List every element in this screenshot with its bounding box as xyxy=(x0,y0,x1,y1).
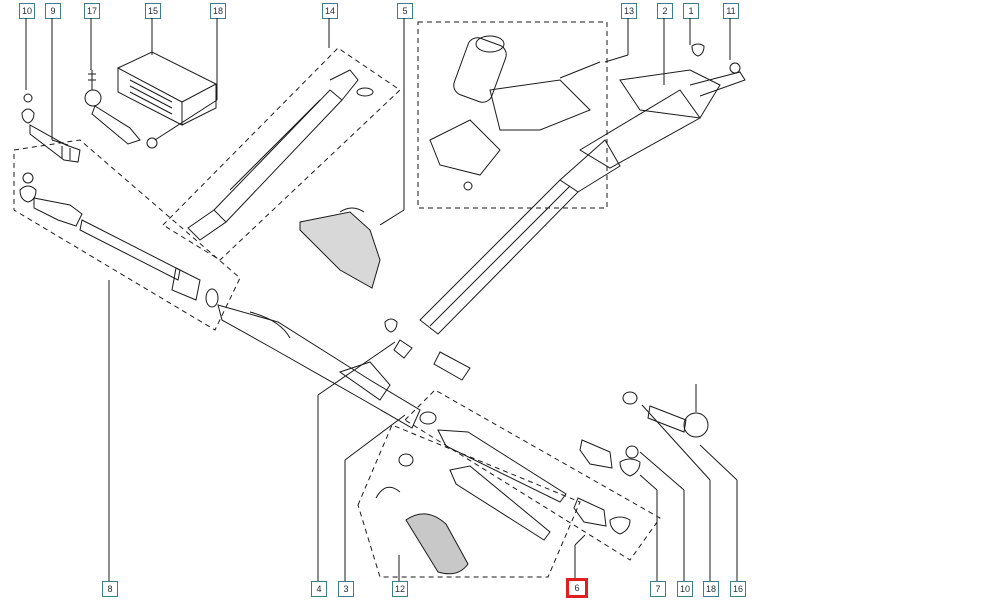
ball-joint-17 xyxy=(84,70,158,149)
callout-14[interactable]: 14 xyxy=(322,3,338,19)
top-leader-lines xyxy=(25,18,731,226)
group-box-tie-rods-right xyxy=(404,389,661,561)
callout-5[interactable]: 5 xyxy=(397,3,413,19)
control-module-15 xyxy=(116,51,218,126)
callout-11[interactable]: 11 xyxy=(723,3,739,19)
callout-12[interactable]: 12 xyxy=(392,581,408,597)
center-joint-parts xyxy=(384,318,471,381)
tie-rod-left-assembly xyxy=(19,172,219,308)
callout-1[interactable]: 1 xyxy=(683,3,699,19)
callout-7[interactable]: 7 xyxy=(650,581,666,597)
callout-16[interactable]: 16 xyxy=(730,581,746,597)
bellows-boot-12 xyxy=(375,486,469,575)
callout-3[interactable]: 3 xyxy=(338,581,354,597)
steering-boot-5 xyxy=(299,207,381,289)
tie-rods-right xyxy=(398,411,567,541)
tie-rod-end-left-top xyxy=(21,93,81,163)
callout-10-bottom[interactable]: 10 xyxy=(677,581,693,597)
callout-10-top[interactable]: 10 xyxy=(19,3,35,19)
callout-17-top[interactable]: 17 xyxy=(84,3,100,19)
dashed-group-outlines xyxy=(13,21,661,578)
steering-shaft-14 xyxy=(187,69,374,241)
callout-18-top[interactable]: 18 xyxy=(210,3,226,19)
callout-6-highlighted[interactable]: 6 xyxy=(566,578,588,598)
steering-rack-main-body xyxy=(217,304,421,429)
callout-4[interactable]: 4 xyxy=(311,581,327,597)
callout-18-bottom[interactable]: 18 xyxy=(703,581,719,597)
steering-column-housing xyxy=(419,43,746,335)
group-box-bellows xyxy=(357,424,581,578)
group-box-motor xyxy=(417,21,608,209)
callout-8[interactable]: 8 xyxy=(102,581,118,597)
group-box-steering-shaft xyxy=(162,47,401,261)
callout-13[interactable]: 13 xyxy=(621,3,637,19)
tie-rod-ends-right xyxy=(573,384,709,535)
group-box-tie-rod-left xyxy=(13,139,241,331)
bottom-leader-lines xyxy=(108,280,738,581)
electric-motor-13 xyxy=(429,35,601,191)
callout-15[interactable]: 15 xyxy=(145,3,161,19)
callout-2[interactable]: 2 xyxy=(657,3,673,19)
callout-9[interactable]: 9 xyxy=(45,3,61,19)
